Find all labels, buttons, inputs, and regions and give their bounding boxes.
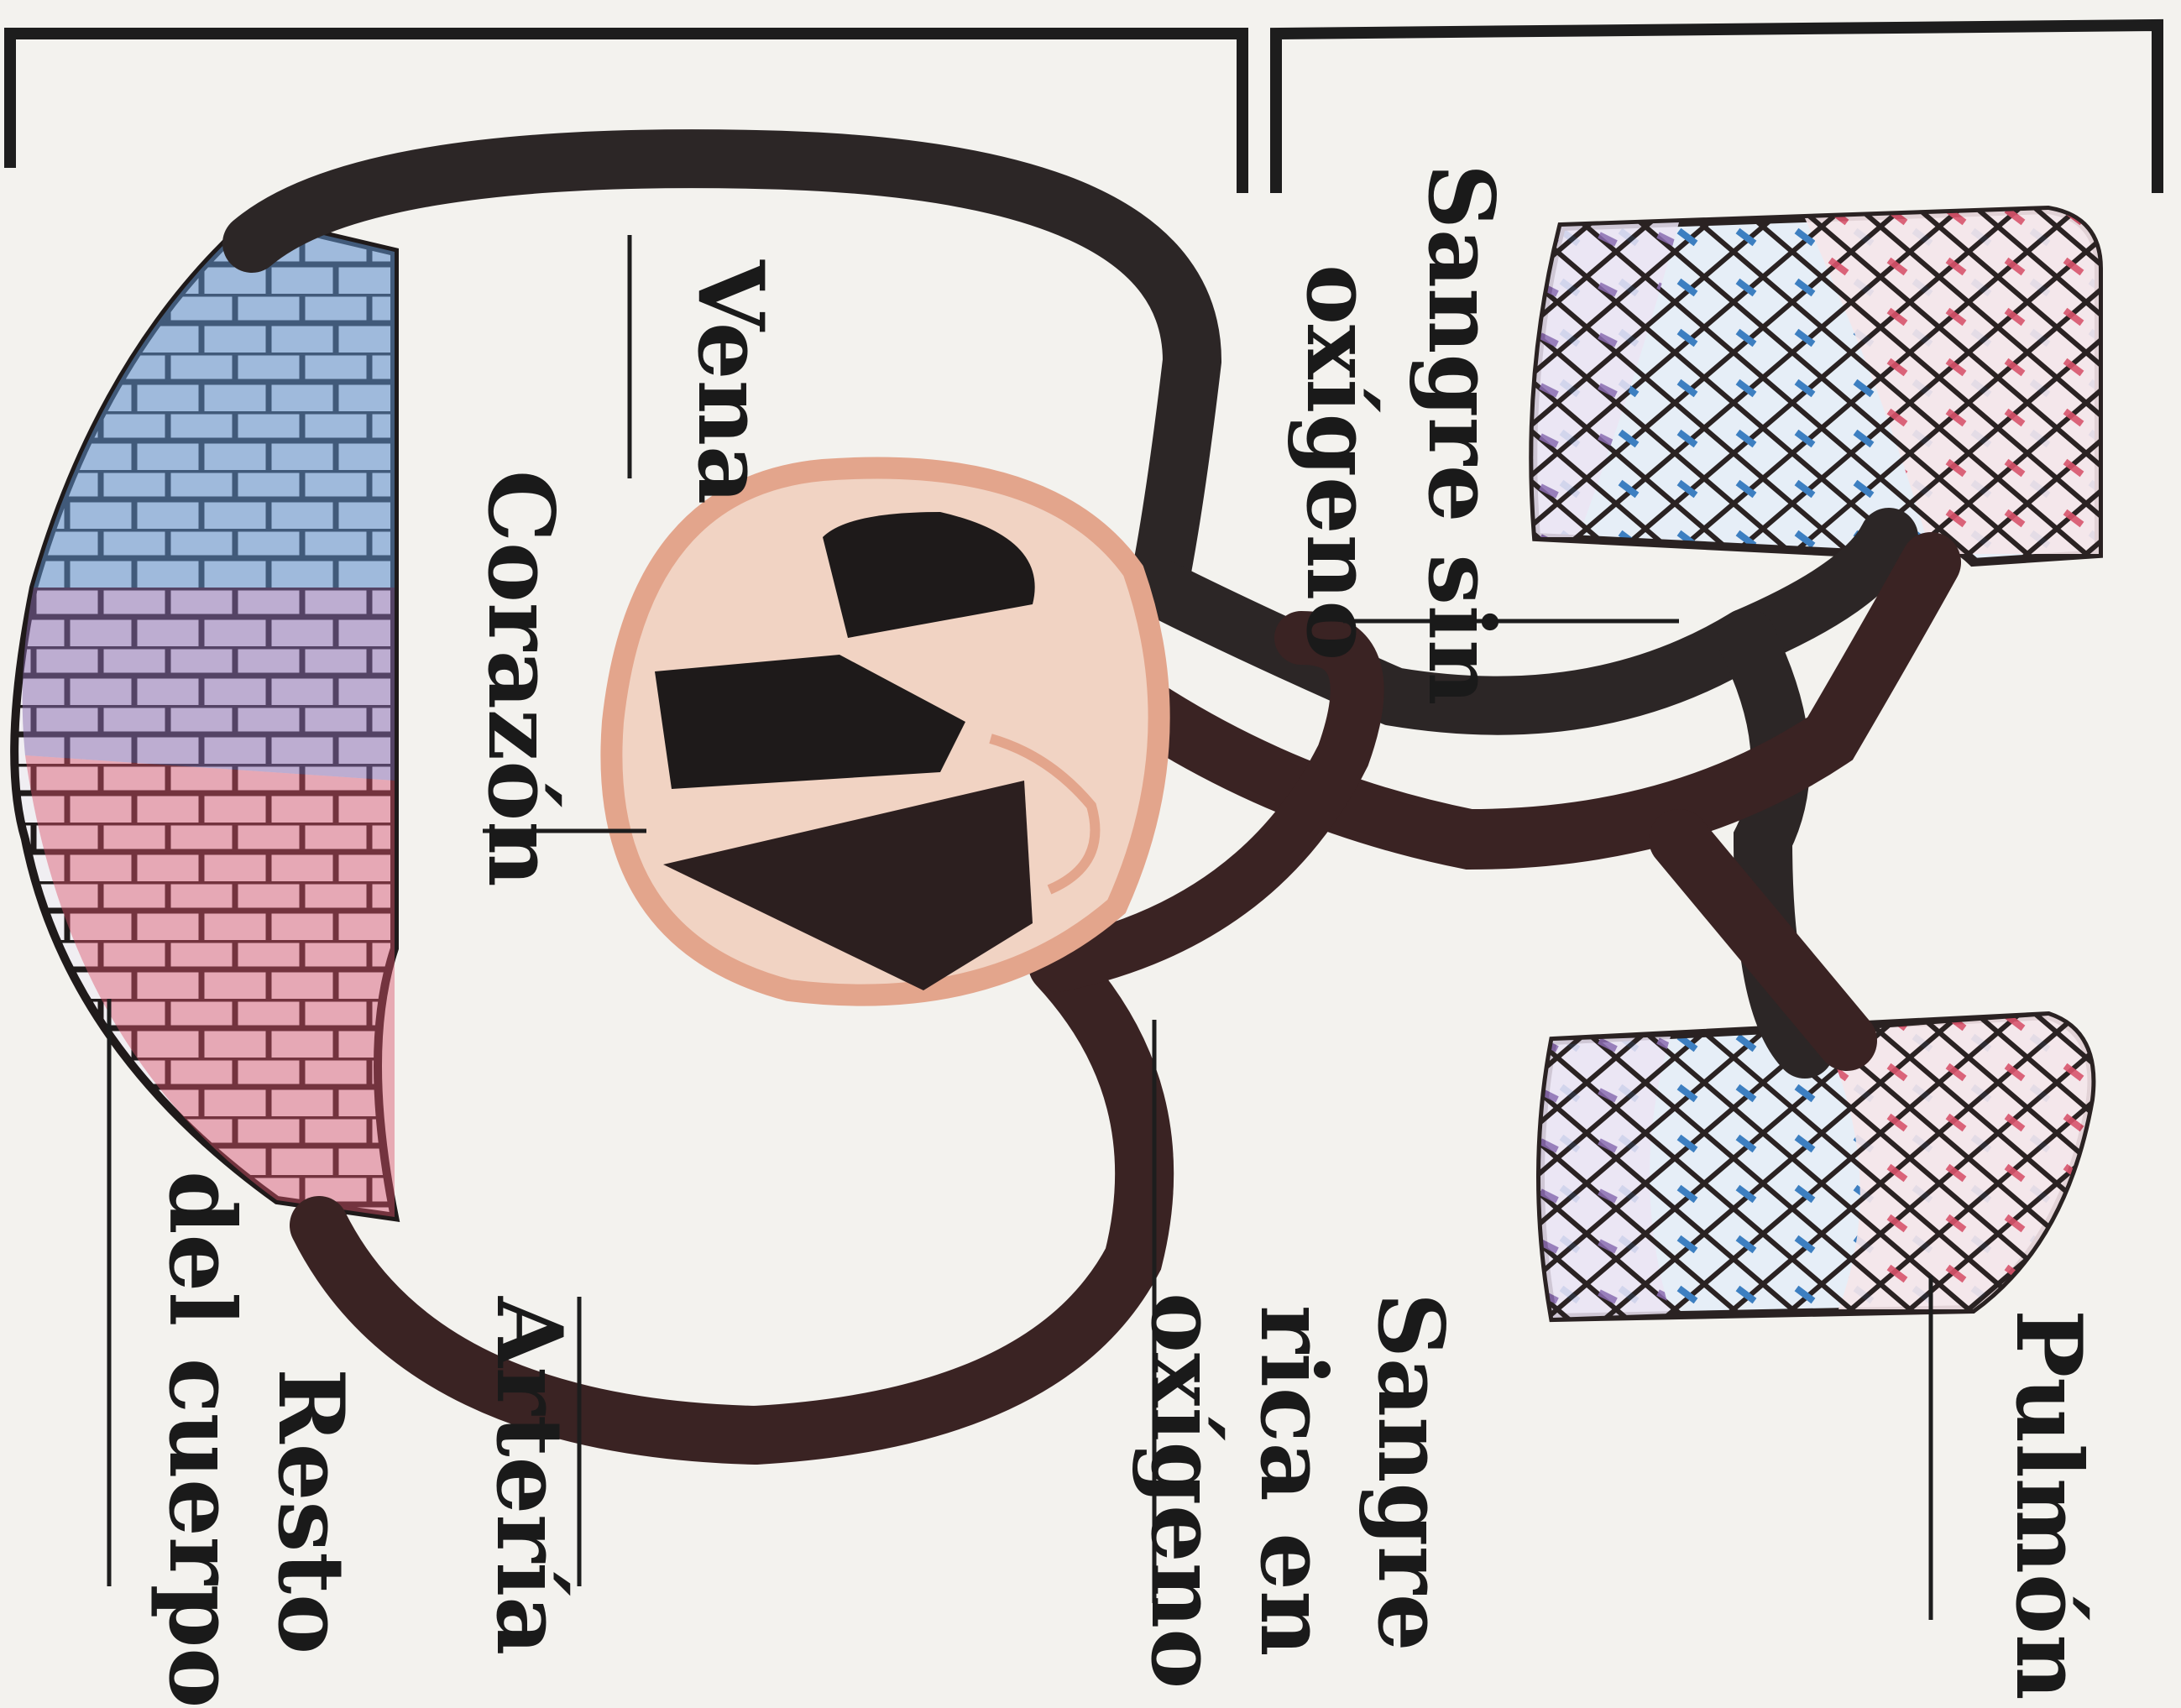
circulation-diagram: Pulmón Sangre rica en oxígeno Sangre sin… xyxy=(0,0,2181,1637)
label-sangre-sin-line2: oxígeno xyxy=(1289,264,1389,661)
heart xyxy=(611,468,1158,995)
label-corazon: Corazón xyxy=(470,470,571,887)
body-capillaries xyxy=(14,218,395,1217)
label-sangre-rica-line1: Sangre xyxy=(1360,1293,1461,1652)
label-sangre-rica-line3: oxígeno xyxy=(1133,1293,1234,1689)
label-arteria: Artería xyxy=(479,1297,579,1655)
label-resto-line2: del cuerpo xyxy=(151,1171,252,1708)
label-vena: Vena xyxy=(680,260,781,504)
frame xyxy=(10,25,2157,193)
label-sangre-rica-line2: rica en xyxy=(1242,1305,1343,1657)
label-sangre-sin-line1: Sangre sin xyxy=(1410,164,1511,706)
label-pulmon: Pulmón xyxy=(1998,1309,2099,1700)
lung-top xyxy=(1533,210,2099,562)
label-resto-line1: Resto xyxy=(260,1368,361,1654)
